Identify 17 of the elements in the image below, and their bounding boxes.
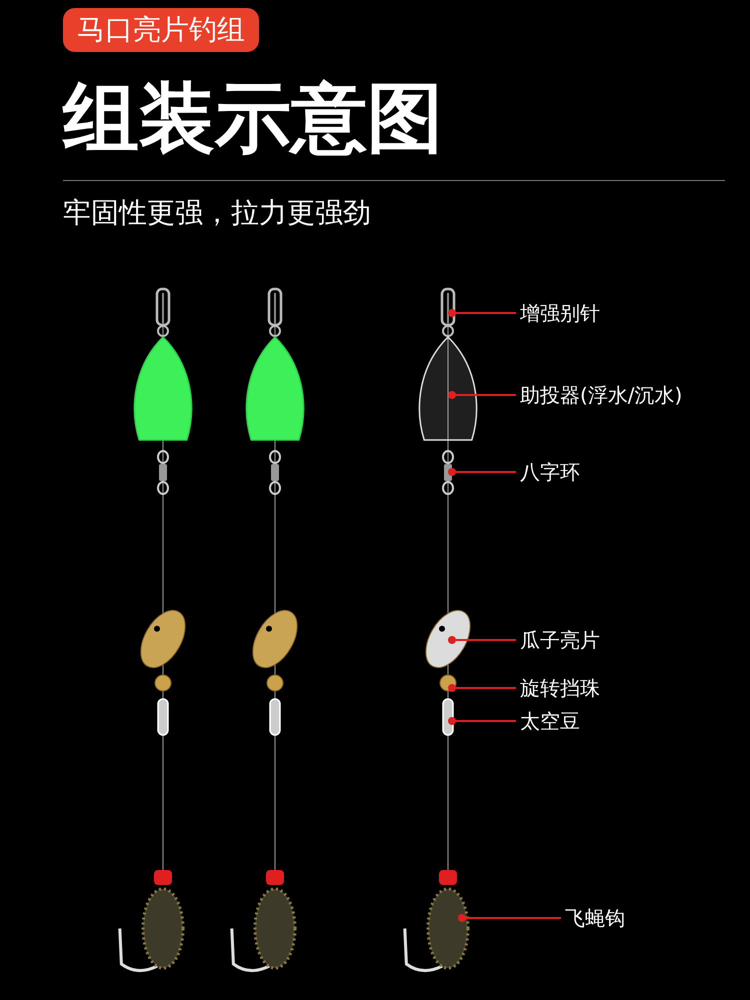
- leader-line: [448, 636, 516, 644]
- leader-line: [448, 717, 516, 725]
- part-label: 增强别针: [520, 300, 600, 326]
- leader-line: [448, 684, 516, 692]
- leader-line: [448, 309, 516, 317]
- part-label: 飞蝇钩: [565, 905, 625, 931]
- title: 组装示意图: [63, 72, 443, 164]
- subtitle: 牢固性更强，拉力更强劲: [63, 195, 371, 231]
- leader-line: [448, 391, 516, 399]
- tag-badge: 马口亮片钓组: [63, 8, 259, 52]
- part-label: 太空豆: [520, 708, 580, 734]
- part-label: 八字环: [520, 459, 580, 485]
- part-label: 瓜子亮片: [520, 627, 600, 653]
- part-label: 旋转挡珠: [520, 675, 600, 701]
- leader-line: [448, 468, 516, 476]
- leader-line: [458, 914, 561, 922]
- part-label: 助投器(浮水/沉水): [520, 382, 682, 408]
